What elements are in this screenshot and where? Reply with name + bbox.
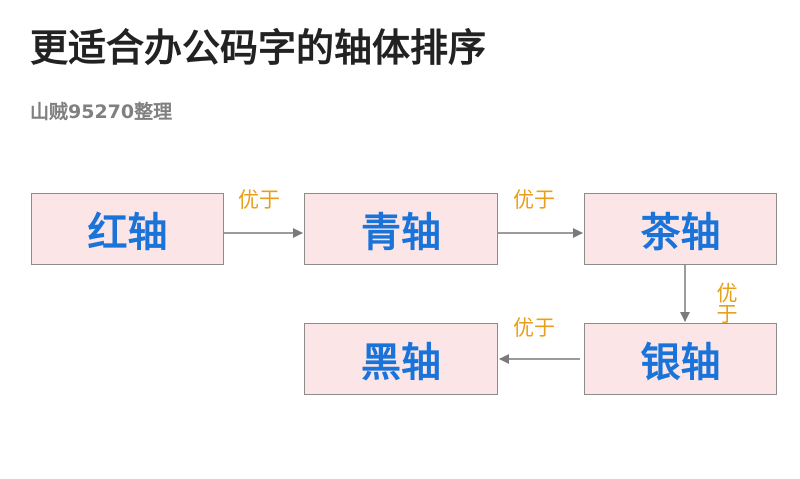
node-silver-switch-label: 银轴: [640, 340, 721, 386]
node-red-switch: 红轴: [31, 193, 224, 265]
node-black-switch: 黑轴: [304, 323, 498, 395]
node-blue-switch: 青轴: [304, 193, 498, 265]
page-subtitle: 山贼95270整理: [30, 101, 173, 123]
node-blue-switch-label: 青轴: [361, 210, 441, 256]
edge-label-silver-black: 优于: [513, 316, 555, 340]
node-black-switch-label: 黑轴: [361, 340, 441, 386]
edge-label-red-blue: 优于: [238, 188, 280, 212]
edge-label-blue-brown: 优于: [513, 188, 555, 212]
node-red-switch-label: 红轴: [87, 210, 168, 256]
edge-label-brown-silver: 优于: [714, 282, 738, 324]
page-title: 更适合办公码字的轴体排序: [30, 26, 487, 70]
node-brown-switch-label: 茶轴: [640, 210, 721, 256]
node-brown-switch: 茶轴: [584, 193, 777, 265]
node-silver-switch: 银轴: [584, 323, 777, 395]
